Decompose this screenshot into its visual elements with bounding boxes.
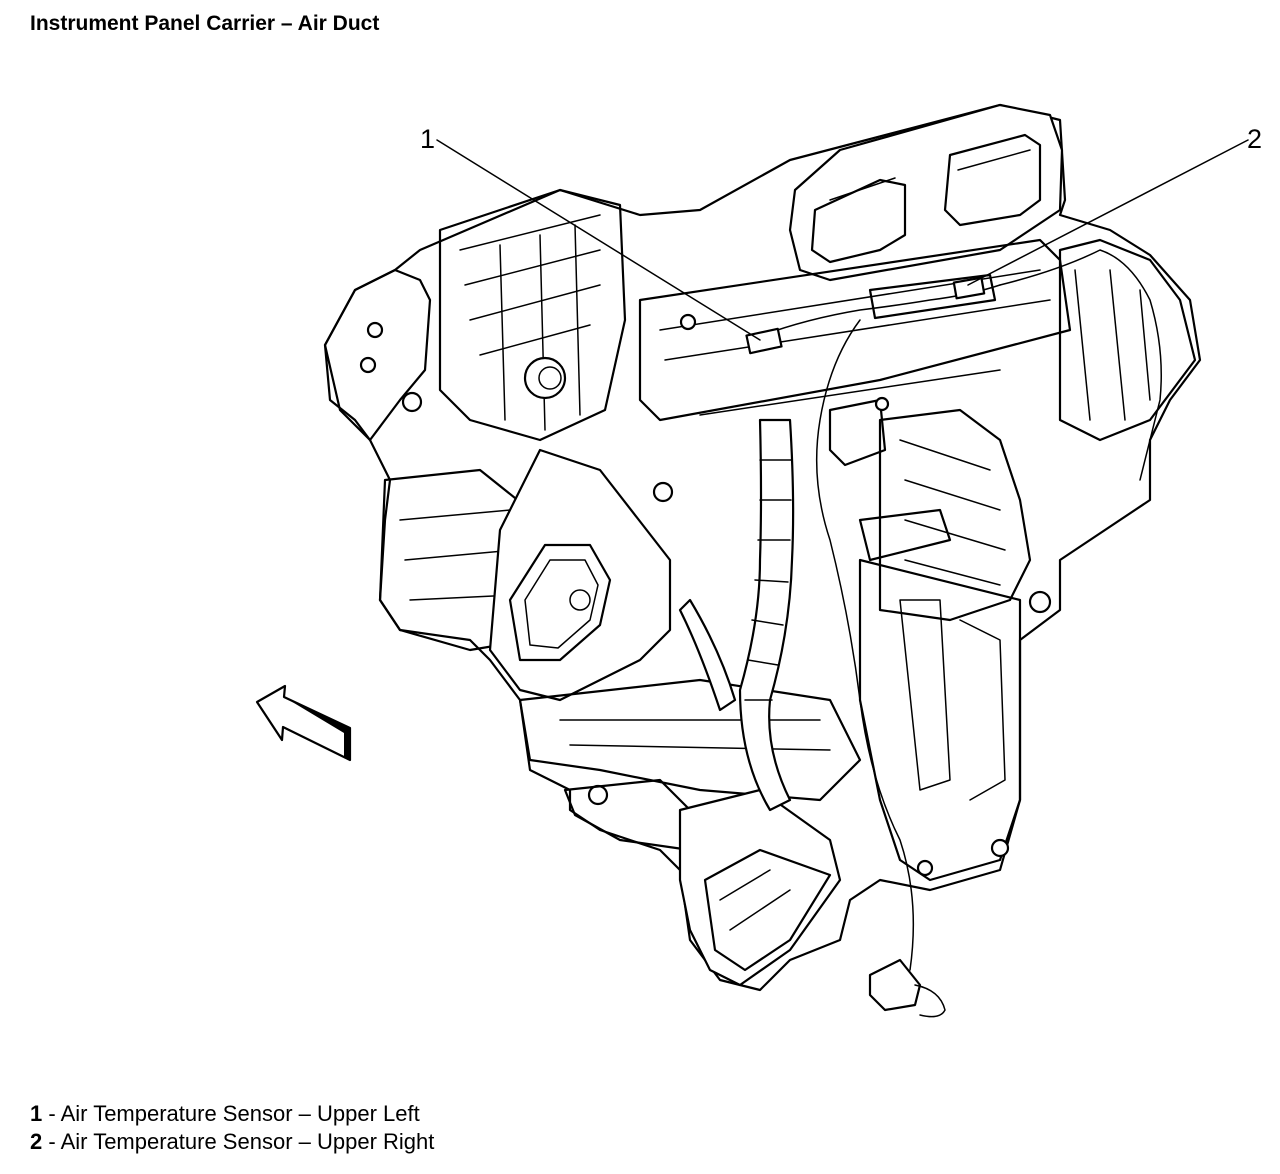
legend-number: 2 bbox=[30, 1129, 43, 1154]
page-title: Instrument Panel Carrier – Air Duct bbox=[30, 12, 380, 35]
callout-2-leader bbox=[967, 139, 1249, 286]
air-temp-sensor-upper-right bbox=[952, 276, 986, 300]
callout-1-leader bbox=[436, 139, 761, 341]
hvac-housing bbox=[323, 103, 1202, 1018]
legend-item: 2 - Air Temperature Sensor – Upper Right bbox=[30, 1129, 435, 1154]
callout-legend: 1 - Air Temperature Sensor – Upper Left … bbox=[30, 1100, 434, 1156]
legend-text: Air Temperature Sensor – Upper Right bbox=[60, 1129, 435, 1154]
air-temp-sensor-upper-left bbox=[745, 327, 783, 355]
legend-text: Air Temperature Sensor – Upper Left bbox=[60, 1101, 420, 1126]
callout-2-number: 2 bbox=[1247, 124, 1262, 154]
legend-item: 1 - Air Temperature Sensor – Upper Left bbox=[30, 1101, 420, 1126]
legend-number: 1 bbox=[30, 1101, 43, 1126]
callout-1-number: 1 bbox=[420, 124, 435, 154]
front-direction-arrow-icon bbox=[255, 684, 352, 762]
